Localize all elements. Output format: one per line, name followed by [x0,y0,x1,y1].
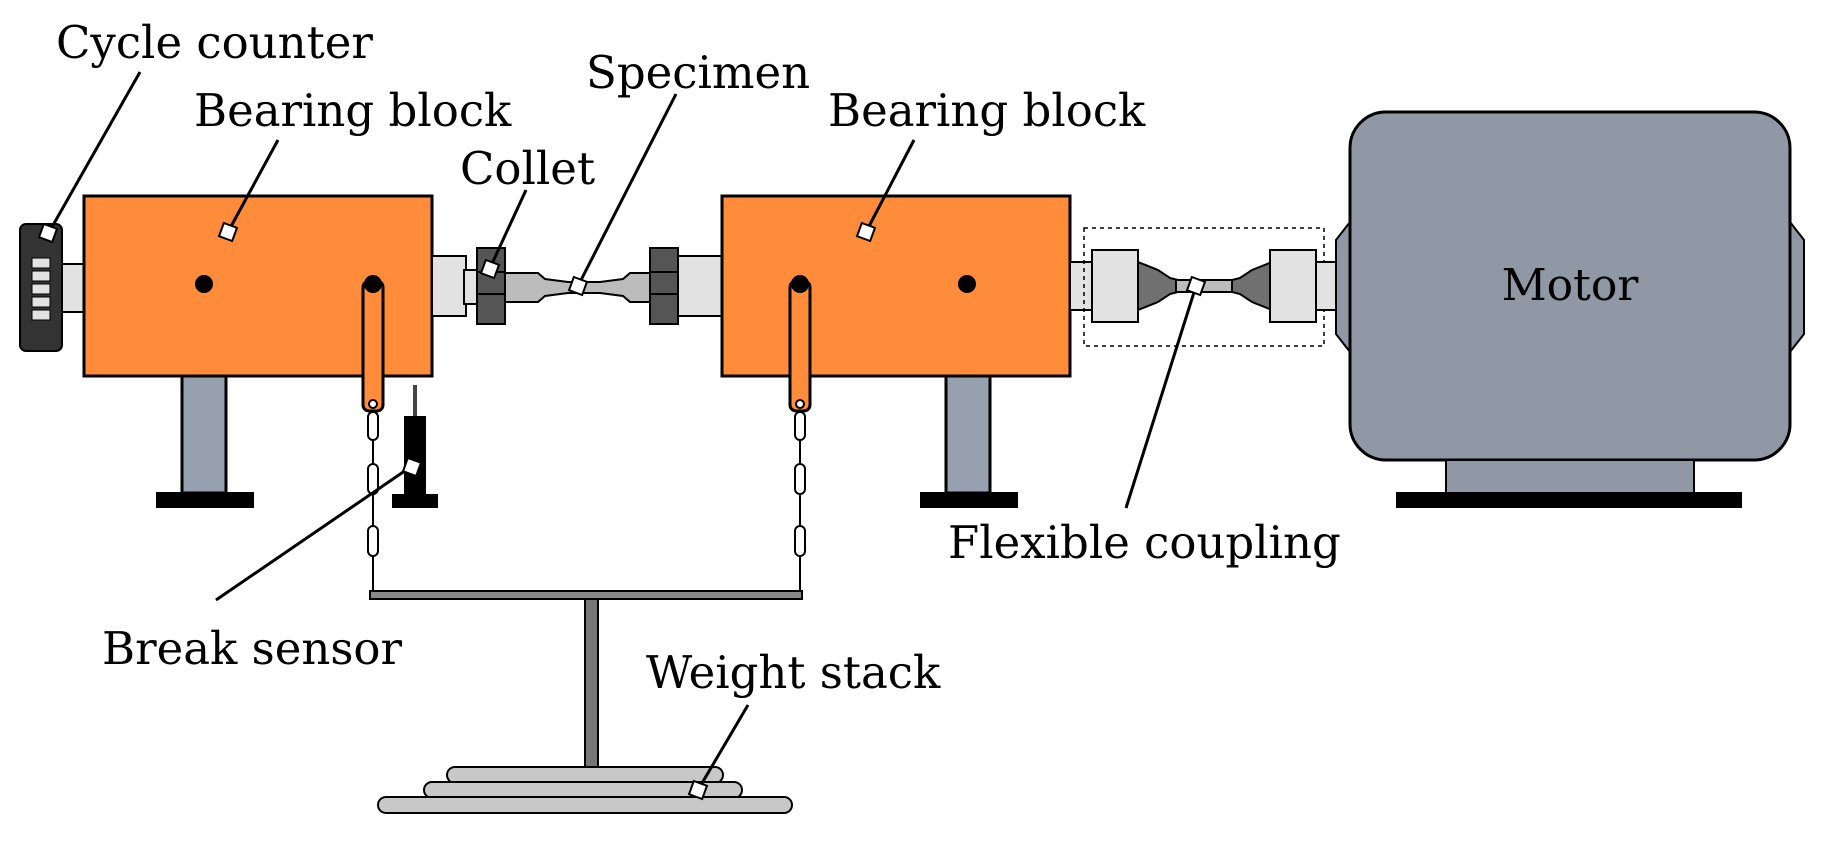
right-arm-top-pin [791,275,809,293]
motor-flange-left [1335,219,1351,355]
hanger-rod [584,598,599,770]
break-sensor-label: Break sensor [102,622,403,675]
bearing-block-right-label: Bearing block [828,84,1146,137]
bearing-block-right-marker [855,221,877,243]
left-pivot-pin [195,275,213,293]
right-inner-shaft [677,255,723,317]
weight-stack [377,766,793,814]
coupling-hub-right [1269,249,1317,323]
coupling-shaft-left [1069,261,1093,311]
motor-flange-right [1789,219,1805,355]
coupling-shaft-right [1315,261,1339,311]
specimen-leader [576,93,678,287]
right-post-base [920,492,1018,508]
break-sensor-marker [401,456,423,478]
left-arm-bottom-eye [368,399,378,409]
coupling-cone-right [1231,260,1273,312]
collet-marker [479,258,501,280]
flexible-coupling-marker [1185,275,1207,297]
right-bearing-block [720,194,1072,378]
coupling-cone-left [1137,260,1179,312]
motor-base [1396,492,1742,508]
right-collet [649,247,679,325]
left-collet [476,247,506,325]
left-inner-shaft [431,255,467,317]
specimen-label: Specimen [586,46,810,99]
flexible-coupling-leader [1124,285,1198,509]
right-arm-bottom-eye [795,399,805,409]
bearing-block-right-leader [864,139,916,233]
bearing-block-left-label: Bearing block [194,84,512,137]
right-chain [794,410,806,598]
left-shaft-stub [463,269,479,305]
left-arm-top-pin [364,275,382,293]
cycle-counter-label: Cycle counter [56,16,373,69]
left-post-base [156,492,254,508]
weight-stack-leader [696,704,750,791]
right-load-arm [788,279,812,413]
left-load-arm [361,279,385,413]
specimen-marker [567,275,589,297]
cycle-counter [19,223,63,352]
bearing-block-left-marker [217,221,239,243]
left-chain [367,410,379,598]
coupling-hub-left [1091,249,1139,323]
break-sensor-leader [215,464,413,602]
motor-foot [1445,459,1695,494]
flexible-coupling-label: Flexible coupling [948,516,1341,569]
right-pivot-pin [958,275,976,293]
motor-label: Motor [1502,260,1640,311]
bearing-block-left-leader [226,139,280,233]
collet-leader [488,189,528,269]
collet-label: Collet [460,142,595,195]
hanger-crossbar [369,590,803,600]
cycle-counter-marker [37,222,59,244]
break-sensor [392,385,438,508]
weight-stack-marker [687,779,709,801]
cycle-counter-leader [46,71,142,235]
weight-stack-label: Weight stack [646,646,941,699]
